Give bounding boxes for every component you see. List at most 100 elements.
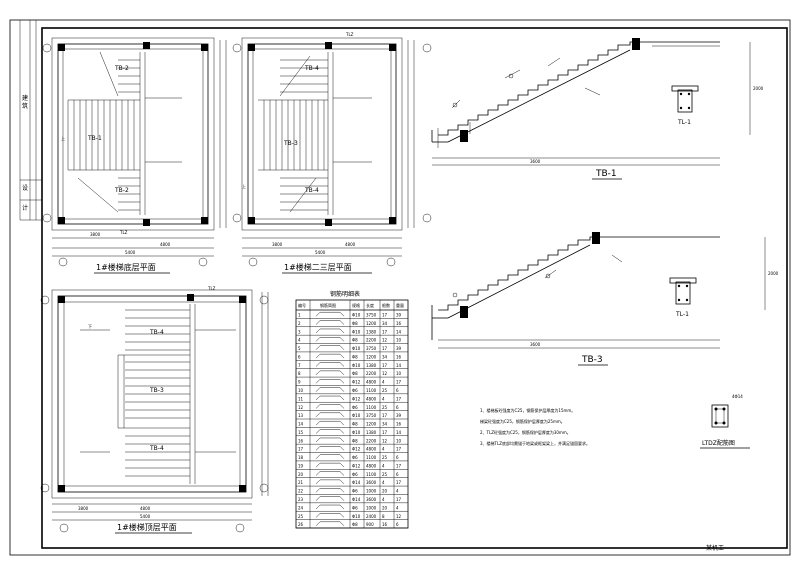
table-cell: 1000 — [366, 489, 377, 494]
table-cell: 1100 — [366, 388, 377, 393]
table-cell: Φ8 — [352, 422, 358, 427]
table-cell: 4800 — [366, 447, 377, 452]
tb3-detail-label: TL-1 — [675, 311, 689, 318]
table-cell: Φ8 — [352, 438, 358, 443]
beam-section — [592, 232, 600, 244]
table-cell: 4 — [396, 505, 399, 510]
note-2: 2、TLZ砼强度为C25，钢筋保护层厚度为30mm。 — [480, 429, 571, 435]
table-cell: 17 — [396, 497, 402, 502]
table-cell: 2400 — [366, 514, 377, 519]
th-spec: 规格 — [352, 302, 360, 308]
table-cell: Φ6 — [352, 388, 358, 393]
plan1-label-top: TB-2 — [114, 65, 129, 72]
rebar-shape-sketch — [315, 488, 345, 493]
rebar-shape-sketch — [315, 320, 345, 325]
section-tb1: 3600 2000 TL-1 TB-1 — [431, 38, 764, 180]
plan3-label-top: TB-4 — [149, 329, 164, 336]
plan2-arrow-label: 上 — [242, 183, 246, 189]
table-cell: 34 — [382, 321, 388, 326]
table-cell: 12 — [298, 405, 304, 410]
th-shape: 钢筋简图 — [320, 302, 336, 308]
table-cell: 1200 — [366, 321, 377, 326]
table-cell: 1380 — [366, 430, 377, 435]
table-cell: 20 — [382, 505, 388, 510]
column — [58, 44, 65, 51]
table-cell: 7 — [298, 363, 301, 368]
corner-mark: 某机工 — [706, 544, 724, 552]
rebar-shape-sketch — [315, 328, 345, 334]
plan2-beam: TLZ — [345, 32, 354, 37]
table-cell: 3600 — [366, 497, 377, 502]
table-cell: 23 — [298, 497, 304, 502]
table-cell: 4 — [298, 338, 301, 343]
table-cell: 1 — [298, 313, 301, 318]
table-cell: 2200 — [366, 438, 377, 443]
table-cell: 25 — [382, 472, 388, 477]
rebar-shape-sketch — [315, 496, 345, 501]
table-cell: 17 — [396, 396, 402, 401]
tb3-dim-2: 2000 — [768, 271, 779, 276]
table-cell: Φ8 — [352, 371, 358, 376]
table-cell: 17 — [382, 313, 388, 318]
table-cell: 1000 — [366, 505, 377, 510]
rebar-shape-sketch — [315, 412, 345, 417]
table-cell: Φ12 — [352, 463, 361, 468]
table-cell: 3 — [298, 329, 301, 334]
title-block-char-2: 筑 — [22, 102, 28, 110]
rebar-shape-sketch — [315, 345, 345, 350]
note-3: 3、楼梯TLZ底部均需锚于地梁或框架梁上，并满足锚固要求。 — [480, 440, 590, 446]
rebar-shape-sketch — [315, 370, 345, 376]
table-cell: 3600 — [366, 480, 377, 485]
tb3-title: TB-3 — [581, 355, 603, 365]
table-cell: 17 — [382, 346, 388, 351]
plan3-dim-2: 4800 — [140, 506, 151, 511]
table-cell: 14 — [396, 363, 402, 368]
table-cell: 4 — [382, 497, 385, 502]
table-cell: 4 — [382, 447, 385, 452]
th-no: 编号 — [298, 302, 306, 308]
general-notes: 1、楼梯板砼强度为C25，钢筋保护层厚度为15mm。 梯梁砼强度为C25，钢筋保… — [480, 407, 590, 446]
table-cell: 20 — [298, 472, 304, 477]
table-cell: Φ10 — [352, 430, 361, 435]
rebar-shape-sketch — [315, 454, 345, 459]
table-cell: Φ6 — [352, 505, 358, 510]
table-cell: 6 — [396, 455, 399, 460]
table-cell: 17 — [396, 463, 402, 468]
rebar-shape-sketch — [315, 337, 345, 342]
table-cell: 13 — [298, 413, 304, 418]
column — [143, 219, 150, 226]
rebar-shape-sketch — [315, 395, 345, 401]
column — [248, 217, 255, 224]
rebar-shape-sketch — [315, 387, 345, 392]
table-cell: 4 — [382, 480, 385, 485]
beam-section — [460, 306, 468, 318]
plan1-title: 1#楼梯底层平面 — [96, 262, 156, 272]
rebar-shape-sketch — [315, 353, 345, 359]
plan1-dim-1: 3800 — [90, 232, 101, 237]
rebar-shape-sketch — [315, 504, 345, 510]
table-cell: 19 — [298, 463, 304, 468]
table-cell: 5 — [298, 346, 301, 351]
column — [389, 44, 396, 51]
table-cell: 4 — [382, 380, 385, 385]
table-cell: 2 — [298, 321, 301, 326]
table-cell: Φ8 — [352, 338, 358, 343]
table-cell: Φ6 — [352, 405, 358, 410]
plan3-dim-1: 3800 — [78, 506, 89, 511]
title-block-char-1: 建 — [22, 94, 28, 102]
rebar-shape-sketch — [315, 404, 345, 409]
table-cell: 17 — [298, 447, 304, 452]
plan3-label-mid: TB-3 — [149, 387, 164, 394]
table-cell: 34 — [382, 354, 388, 359]
plan1-dim-3: 5400 — [125, 250, 136, 255]
column — [325, 219, 332, 226]
rebar-table-title: 钢筋明细表 — [330, 290, 360, 298]
table-cell: 21 — [298, 480, 304, 485]
table-cell: Φ6 — [352, 489, 358, 494]
table-cell: 4800 — [366, 463, 377, 468]
table-cell: 1200 — [366, 354, 377, 359]
table-cell: 16 — [396, 354, 402, 359]
table-cell: 6 — [396, 388, 399, 393]
column — [325, 42, 332, 49]
